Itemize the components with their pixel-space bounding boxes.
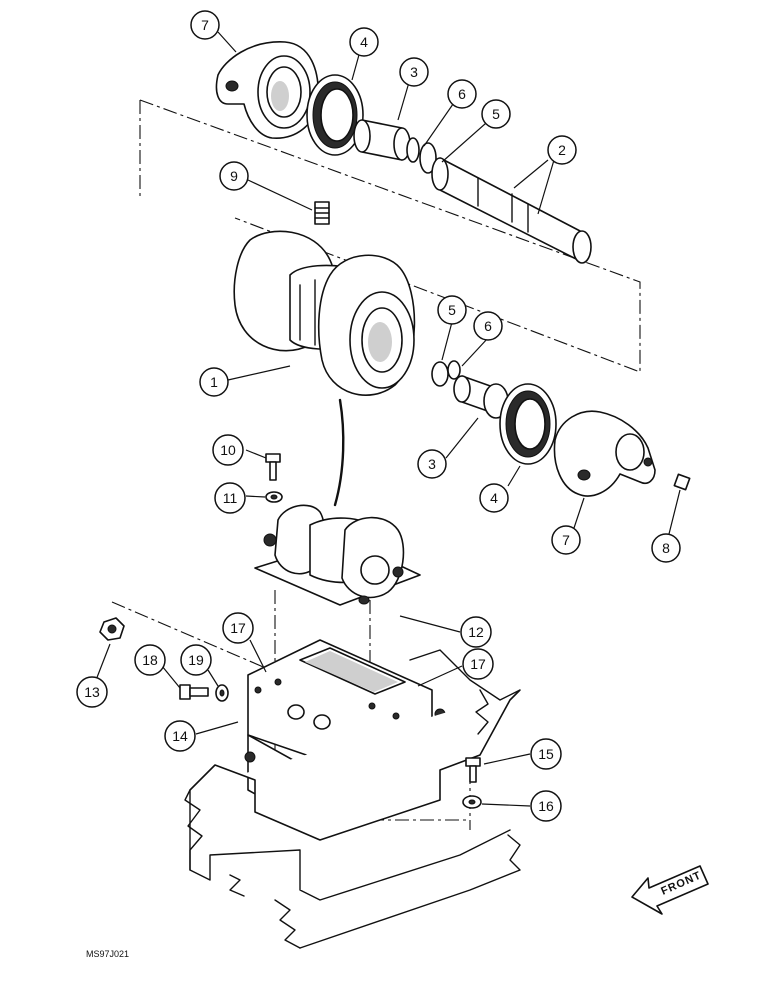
washer-11 xyxy=(265,491,283,503)
callout-18: 18 xyxy=(134,644,166,676)
callout-5-lower: 5 xyxy=(437,295,467,325)
svg-text:15: 15 xyxy=(538,746,554,762)
callout-1: 1 xyxy=(199,367,229,397)
washer-19 xyxy=(215,684,229,702)
svg-text:11: 11 xyxy=(223,490,238,506)
callout-3-top: 3 xyxy=(399,57,429,87)
callout-16: 16 xyxy=(530,790,562,822)
callout-8: 8 xyxy=(651,533,681,563)
svg-text:9: 9 xyxy=(230,168,238,184)
seal-lower xyxy=(499,383,557,465)
svg-text:6: 6 xyxy=(484,318,492,334)
svg-text:2: 2 xyxy=(558,142,566,158)
svg-text:17: 17 xyxy=(470,656,486,672)
track-frame xyxy=(184,649,521,949)
callout-3-lower: 3 xyxy=(417,449,447,479)
bolt-15 xyxy=(465,757,481,783)
front-direction-arrow: FRONT xyxy=(631,865,709,915)
rings-top xyxy=(406,137,437,174)
svg-text:1: 1 xyxy=(210,374,218,390)
svg-text:17: 17 xyxy=(230,620,246,636)
sleeve-lower xyxy=(453,375,509,419)
bearing-housing-top xyxy=(215,41,320,139)
svg-text:6: 6 xyxy=(458,86,466,102)
svg-text:3: 3 xyxy=(428,456,436,472)
sleeve-top xyxy=(353,119,411,161)
svg-text:7: 7 xyxy=(201,17,209,33)
figure-id: MS97J021 xyxy=(86,949,129,959)
svg-text:16: 16 xyxy=(538,798,554,814)
svg-text:12: 12 xyxy=(468,624,484,640)
svg-text:5: 5 xyxy=(492,106,500,122)
bolt-18 xyxy=(179,684,209,700)
callout-5-top: 5 xyxy=(481,99,511,129)
svg-text:13: 13 xyxy=(84,684,100,700)
callout-12: 12 xyxy=(460,616,492,648)
svg-text:8: 8 xyxy=(662,540,670,556)
track-roller xyxy=(233,230,416,396)
callout-17-right: 17 xyxy=(462,648,494,680)
callout-10: 10 xyxy=(212,434,244,466)
bearing-housing-lower xyxy=(553,410,656,497)
svg-text:18: 18 xyxy=(142,652,158,668)
assembled-roller xyxy=(254,504,421,606)
rings-lower xyxy=(431,360,461,387)
callout-14: 14 xyxy=(164,720,196,752)
svg-text:10: 10 xyxy=(220,442,236,458)
shaft-top xyxy=(431,157,592,264)
callout-13: 13 xyxy=(76,676,108,708)
svg-text:14: 14 xyxy=(172,728,188,744)
svg-text:4: 4 xyxy=(360,34,368,50)
washer-16 xyxy=(462,795,482,809)
callout-6-lower: 6 xyxy=(473,311,503,341)
svg-text:5: 5 xyxy=(448,302,456,318)
svg-text:7: 7 xyxy=(562,532,570,548)
callout-9: 9 xyxy=(219,161,249,191)
callout-11: 11 xyxy=(214,482,246,514)
callout-19: 19 xyxy=(180,644,212,676)
callout-7-top: 7 xyxy=(190,10,220,40)
callout-15: 15 xyxy=(530,738,562,770)
svg-text:3: 3 xyxy=(410,64,418,80)
callout-4-top: 4 xyxy=(349,27,379,57)
plug-8 xyxy=(673,473,691,491)
nut-13 xyxy=(99,617,125,641)
callout-4-lower: 4 xyxy=(479,483,509,513)
svg-text:19: 19 xyxy=(188,652,204,668)
seal-top xyxy=(306,74,364,156)
callout-7-lower: 7 xyxy=(551,525,581,555)
assembly-pointer xyxy=(333,398,345,507)
callout-17-left: 17 xyxy=(222,612,254,644)
plug-9 xyxy=(314,201,330,225)
svg-text:4: 4 xyxy=(490,490,498,506)
bolt-10 xyxy=(265,453,281,481)
callout-2: 2 xyxy=(547,135,577,165)
callout-6-top: 6 xyxy=(447,79,477,109)
